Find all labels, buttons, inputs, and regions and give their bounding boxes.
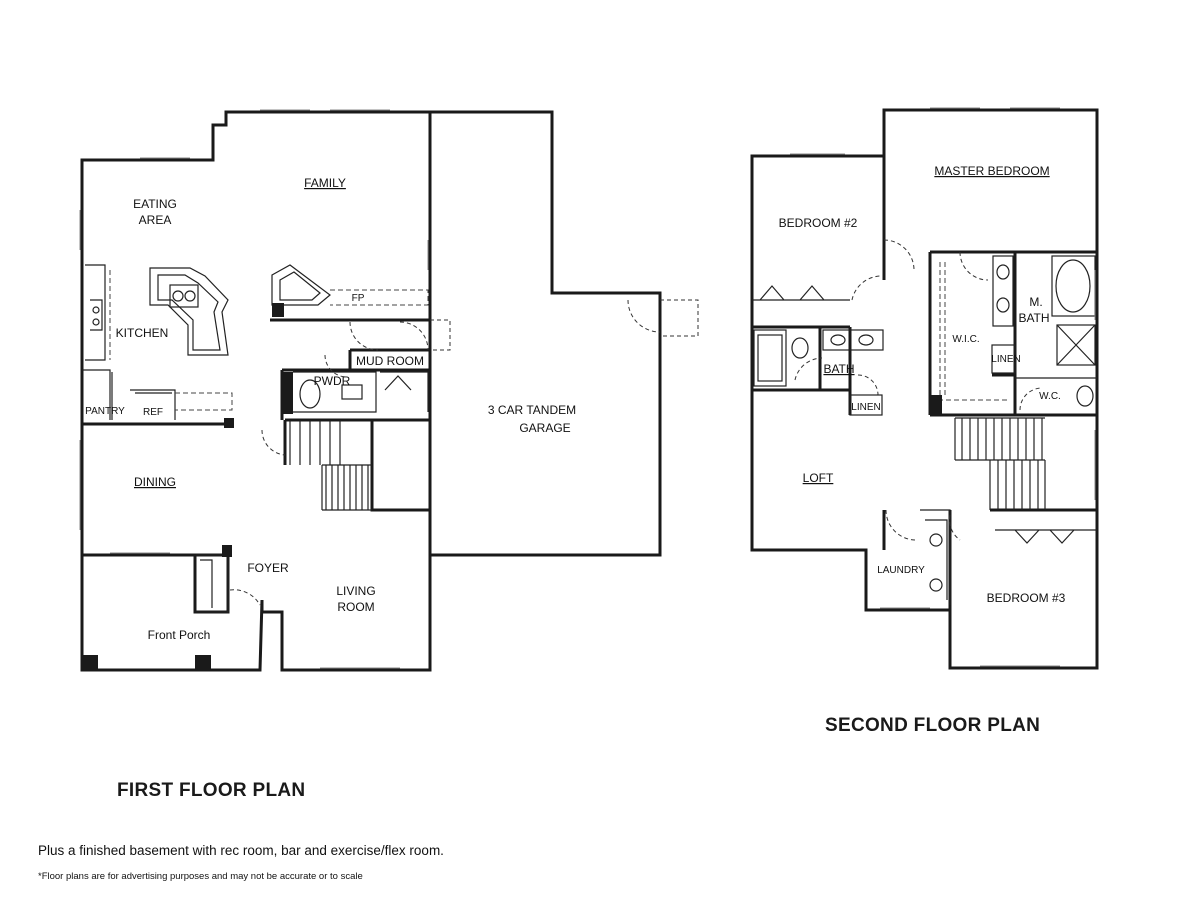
wic-door [959, 251, 989, 281]
hall-vanity [822, 329, 884, 351]
porch-column-left [82, 655, 98, 671]
family-builtins [330, 289, 429, 306]
master-sink-1 [996, 264, 1010, 280]
front-porch-label: Front Porch [148, 628, 211, 642]
fireplace-hearth [272, 303, 284, 317]
pwdr-door [324, 354, 348, 378]
mud-room-bench [380, 371, 429, 412]
sink-bowl-1 [172, 290, 184, 302]
foyer-closet-door [229, 429, 286, 606]
bedroom2-closet [752, 285, 850, 301]
laundry-door [885, 509, 961, 541]
kitchen-counter [85, 264, 106, 361]
hall-bath-label: BATH [823, 362, 854, 376]
bedroom2-label: BEDROOM #2 [779, 216, 858, 230]
hall-sink-2 [858, 334, 874, 346]
master-linen-label: LINEN [991, 354, 1020, 365]
master-bedroom-label: MASTER BEDROOM [934, 164, 1049, 178]
master-linen [991, 344, 1016, 374]
wc-label: W.C. [1039, 391, 1061, 402]
foyer-label: FOYER [247, 561, 289, 575]
mud-room-label: MUD ROOM [356, 354, 424, 368]
pwdr-walls [293, 371, 377, 413]
fireplace [271, 264, 331, 306]
dining-label: DINING [134, 475, 176, 489]
pwdr-toilet [299, 379, 321, 409]
m-bath-label-2: BATH [1018, 311, 1049, 325]
pwdr-label: PWDR [314, 374, 351, 388]
first-floor-outer-wall [80, 110, 432, 672]
foyer-closet [196, 554, 229, 613]
laundry-label: LAUNDRY [877, 565, 925, 576]
first-floor-windows [79, 109, 429, 669]
sink-bowl-2 [184, 290, 196, 302]
wic-shelves [939, 262, 1010, 401]
wc-door [1019, 387, 1043, 411]
pantry-corner [224, 418, 234, 428]
second-floor-stairs [954, 417, 1046, 510]
mudroom-door [349, 321, 429, 351]
entry-door [430, 319, 451, 351]
master-tub-inner [1055, 259, 1091, 313]
living-room-label-1: LIVING [336, 584, 375, 598]
fp-label: FP [352, 293, 365, 304]
shower-cross [1056, 324, 1096, 366]
pantry-label: PANTRY [85, 406, 125, 417]
garage-door-swing [627, 299, 699, 337]
second-floor-title: SECOND FLOOR PLAN [825, 715, 1041, 736]
master-tub [1051, 255, 1096, 317]
garage-label-2: GARAGE [519, 421, 570, 435]
bedroom3-label: BEDROOM #3 [987, 591, 1066, 605]
laundry-room [920, 509, 951, 605]
loft-label: LOFT [803, 471, 834, 485]
ref-label: REF [143, 407, 163, 418]
second-floor-windows [790, 107, 1096, 667]
master-sink-2 [996, 297, 1010, 313]
cooktop-1 [92, 306, 100, 314]
wic-label: W.I.C. [952, 334, 979, 345]
porch-column-right [195, 655, 211, 671]
living-room-label-2: ROOM [337, 600, 374, 614]
m-bath-label-1: M. [1029, 295, 1042, 309]
eating-area-label-2: AREA [139, 213, 172, 227]
cooktop-2 [92, 318, 100, 326]
basement-note: Plus a finished basement with rec room, … [38, 843, 444, 858]
foyer-column [222, 545, 232, 557]
counter-dash [109, 270, 233, 411]
hall-bath-door [794, 357, 879, 396]
kitchen-label: KITCHEN [116, 326, 169, 340]
hall-sink-1 [830, 334, 846, 346]
washer [929, 533, 943, 547]
hall-linen-label: LINEN [851, 402, 880, 413]
first-floor-stairs [289, 420, 372, 511]
bedroom3-closet [995, 529, 1097, 544]
garage-label-1: 3 CAR TANDEM [488, 403, 576, 417]
second-floor-outer-wall [750, 108, 1099, 670]
hall-bathtub [753, 329, 787, 387]
disclaimer: *Floor plans are for advertising purpose… [38, 871, 363, 882]
hall-linen [849, 394, 883, 416]
pwdr-sink [341, 384, 363, 400]
eating-area-label-1: EATING [133, 197, 177, 211]
wc-toilet [1076, 385, 1094, 407]
kitchen-island [149, 267, 229, 356]
master-shower [1056, 324, 1096, 366]
pantry-ref-walls [82, 369, 176, 420]
master-corner-block [930, 395, 942, 415]
family-label: FAMILY [304, 176, 346, 190]
bedroom2-door [851, 239, 915, 301]
second-floor-plan: BEDROOM #2 MASTER BEDROOM W.I.C. M. BATH… [750, 107, 1099, 670]
pwdr-wall-block [283, 372, 293, 414]
master-vanity [992, 255, 1014, 327]
kitchen-sink [169, 284, 199, 308]
dryer [929, 578, 943, 592]
first-floor-plan: EATING AREA FAMILY KITCHEN FP MUD ROOM P… [79, 109, 699, 672]
garage-wall [430, 110, 662, 557]
first-floor-title: FIRST FLOOR PLAN [117, 780, 306, 801]
hall-tub-inner [757, 334, 783, 382]
hall-toilet [791, 337, 809, 359]
